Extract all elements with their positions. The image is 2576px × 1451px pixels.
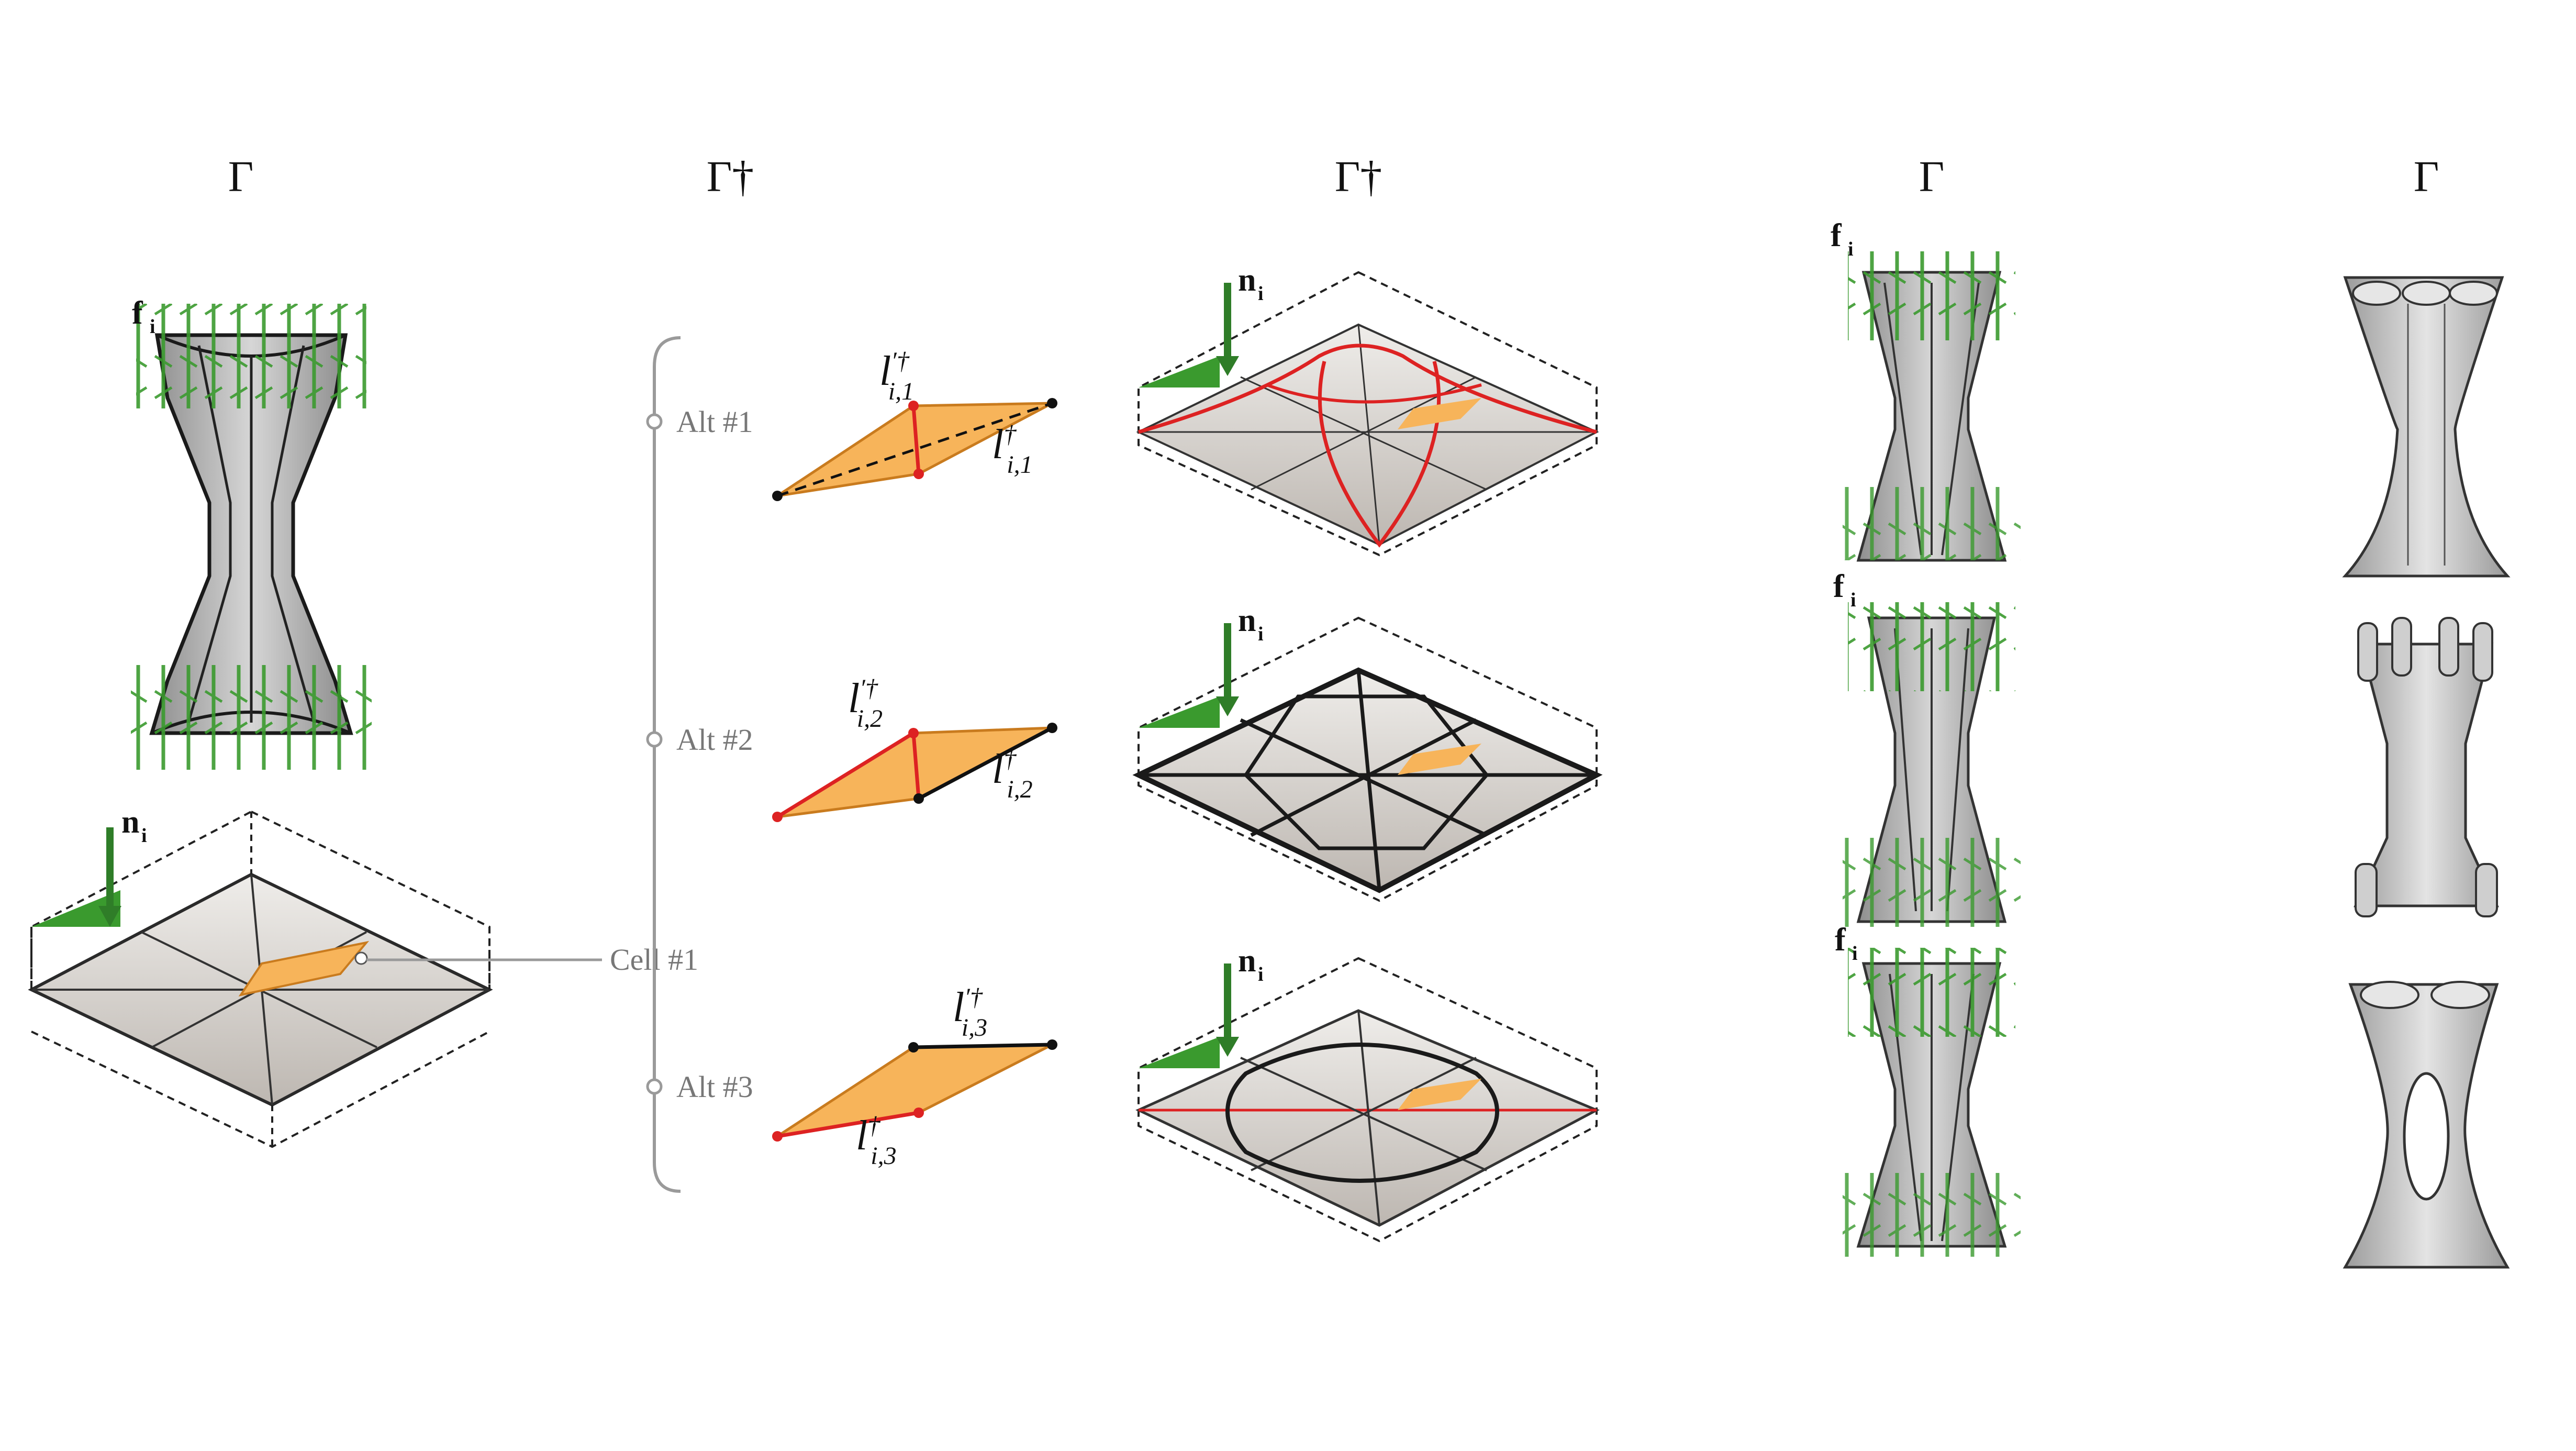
hourglass-form-top-left <box>131 304 372 770</box>
normal-sub-alt1: i <box>1258 283 1264 305</box>
normal-label-alt1: n <box>1238 262 1256 298</box>
edge-alt3-a: l′†i,3 <box>953 983 987 1042</box>
form-diagram-alt3 <box>1843 948 2021 1257</box>
surface-geometry-alt1 <box>2342 276 2511 578</box>
force-polyhedron-alt1 <box>1136 271 1599 557</box>
normal-sub-main: i <box>141 825 147 847</box>
force-polyhedron-alt3 <box>1135 957 1600 1243</box>
edge-alt2-b: l†i,2 <box>992 745 1033 803</box>
form-diagram-alt1 <box>1843 251 2021 562</box>
normal-label-alt3: n <box>1238 943 1256 979</box>
force-sub-alt2: i <box>1850 589 1856 611</box>
force-label-alt3: f <box>1835 922 1846 958</box>
force-polyhedron-main <box>28 810 493 1148</box>
header-col4: Γ <box>1919 152 1945 201</box>
edge-alt2-a: l′†i,2 <box>848 674 883 733</box>
alt2-face <box>772 723 1057 822</box>
force-label-alt1: f <box>1831 218 1842 253</box>
edge-alt1-b: l†i,1 <box>992 420 1033 479</box>
header-col5: Γ <box>2414 152 2439 201</box>
alt3-label: Alt #3 <box>676 1070 753 1104</box>
alt1-label: Alt #1 <box>676 405 753 439</box>
alt1-node <box>646 413 663 430</box>
alt3-face <box>772 1039 1057 1142</box>
alternatives-bracket <box>653 336 681 1193</box>
surface-geometry-alt3 <box>2343 981 2510 1269</box>
force-label-main: f <box>132 295 143 331</box>
force-sub-main: i <box>150 316 155 338</box>
force-label-alt2: f <box>1833 569 1845 604</box>
edge-alt3-b: l†i,3 <box>856 1112 897 1170</box>
normal-label-main: n <box>121 804 139 840</box>
surface-geometry-alt2 <box>2354 617 2499 917</box>
alt2-node <box>646 731 663 748</box>
header-col3: Γ† <box>1335 152 1382 201</box>
header-col2: Γ† <box>707 152 754 201</box>
normal-sub-alt3: i <box>1258 963 1264 985</box>
force-polyhedron-alt2 <box>1132 616 1603 902</box>
alt3-node <box>646 1078 663 1095</box>
edge-alt1-a: l′†i,1 <box>879 347 914 405</box>
normal-sub-alt2: i <box>1258 623 1264 645</box>
force-sub-alt3: i <box>1852 943 1858 965</box>
normal-label-alt2: n <box>1238 603 1256 638</box>
header-col1: Γ <box>228 152 254 201</box>
alt1-face <box>772 398 1057 501</box>
force-sub-alt1: i <box>1848 238 1854 260</box>
alt2-label: Alt #2 <box>676 723 753 757</box>
form-diagram-alt2 <box>1843 602 2021 927</box>
